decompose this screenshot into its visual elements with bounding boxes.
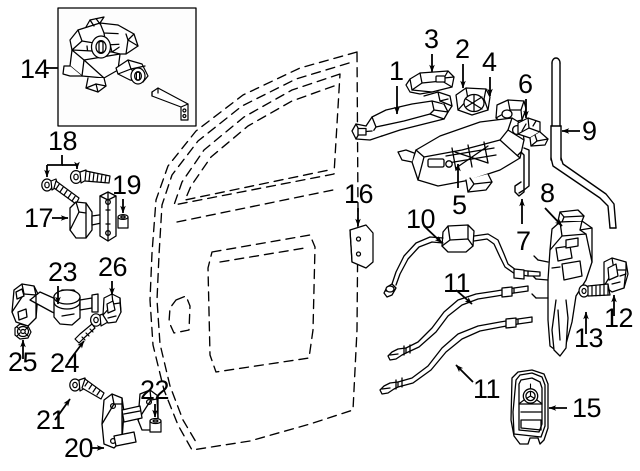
callout-10: 10 xyxy=(406,204,435,234)
callout-8: 8 xyxy=(540,178,555,208)
leader-8 xyxy=(544,207,563,227)
part-26-stop-pad xyxy=(102,293,122,324)
leader-21 xyxy=(54,398,71,421)
callout-21: 21 xyxy=(36,405,65,435)
callout-24: 24 xyxy=(50,348,80,378)
callout-leaders xyxy=(20,54,617,451)
callout-22: 22 xyxy=(140,375,169,405)
callout-2: 2 xyxy=(455,34,470,64)
callout-20: 20 xyxy=(64,433,93,463)
part-3-handle-bracket xyxy=(405,70,455,95)
part-20-hinge-bracket xyxy=(101,389,159,449)
part-13-striker-screw xyxy=(578,283,611,298)
leader-11b xyxy=(455,364,474,383)
callout-11b: 11 xyxy=(473,374,500,404)
leader-10 xyxy=(423,225,443,244)
callout-numbers: 1 2 3 4 5 6 7 8 9 10 11 11 12 13 14 15 1… xyxy=(8,24,634,463)
leader-24 xyxy=(68,340,85,362)
lock-cylinder-kit-box xyxy=(57,7,197,127)
callout-7: 7 xyxy=(516,226,531,256)
callout-25: 25 xyxy=(8,347,37,377)
callout-15: 15 xyxy=(572,393,601,423)
callout-17: 17 xyxy=(24,203,53,233)
callout-19: 19 xyxy=(112,170,141,200)
part-25-check-nut xyxy=(14,323,32,340)
callout-16: 16 xyxy=(344,179,373,209)
part-17-door-check-strap xyxy=(69,191,117,242)
callout-5: 5 xyxy=(452,190,467,220)
part-4-handle-cover-cap xyxy=(495,99,527,125)
part-6-rod-clip-guide xyxy=(517,117,549,147)
callout-1: 1 xyxy=(389,56,404,86)
callout-4: 4 xyxy=(482,47,497,77)
part-18-check-screws xyxy=(41,169,111,205)
part-11-release-cable-middle xyxy=(387,285,529,361)
callout-12: 12 xyxy=(604,303,633,333)
part-10-release-cable xyxy=(383,224,541,298)
part-5-handle-carrier-base xyxy=(397,117,525,193)
part-9-lock-control-rod xyxy=(550,57,617,229)
part-2-handle-end-cap xyxy=(455,87,491,116)
part-7-lock-link-clip xyxy=(514,147,530,197)
part-12-striker-catch xyxy=(603,257,629,293)
callout-23: 23 xyxy=(48,257,77,287)
part-15-key-fob xyxy=(510,369,549,445)
callout-14: 14 xyxy=(20,54,50,84)
callout-9: 9 xyxy=(582,116,597,146)
part-16-cover-plate xyxy=(349,224,374,269)
part-21-hinge-bolt xyxy=(69,377,105,400)
part-23-door-check-arm xyxy=(11,283,99,327)
leader-11a xyxy=(455,289,473,305)
door-shell-outline xyxy=(149,51,359,451)
callout-11a: 11 xyxy=(443,268,470,298)
callout-26: 26 xyxy=(98,252,127,282)
part-1-outside-handle xyxy=(351,91,453,141)
leader-18 xyxy=(44,155,80,178)
callout-18: 18 xyxy=(48,126,77,156)
part-19-check-bushing xyxy=(117,214,129,229)
callout-3: 3 xyxy=(424,24,439,54)
callout-13: 13 xyxy=(574,323,603,353)
part-22-hinge-bushing xyxy=(149,417,162,433)
part-8-door-latch-assembly xyxy=(531,209,593,357)
callout-6: 6 xyxy=(518,69,533,99)
part-11-release-cable-lower xyxy=(379,316,533,395)
